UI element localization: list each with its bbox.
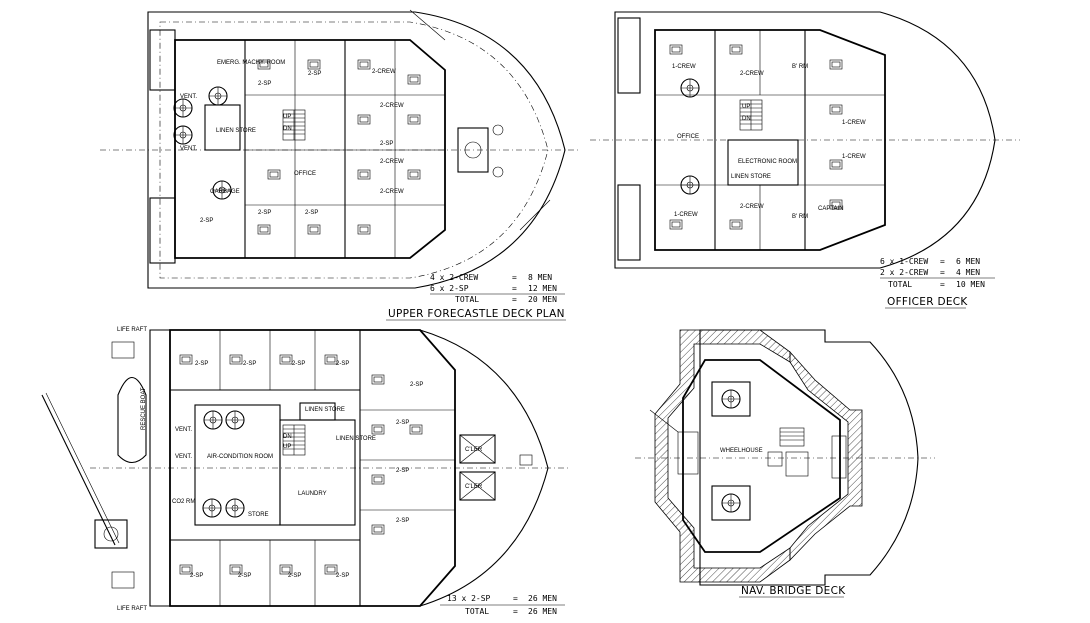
room-label: 2-SP <box>238 573 251 579</box>
schedule-men: 8 MEN <box>528 273 552 282</box>
schedule-count: 2 x 2-CREW <box>880 268 928 277</box>
room-label: 2-SP <box>396 518 409 524</box>
room-label: WHEELHOUSE <box>720 448 763 454</box>
room-label: 2-SP <box>258 210 271 216</box>
schedule-total: TOTAL <box>888 280 912 289</box>
schedule-men: 4 MEN <box>956 268 980 277</box>
deck-title: NAV. BRIDGE DECK <box>741 585 846 597</box>
room-label: VENT. <box>180 146 197 152</box>
room-label: LINEN STORE <box>216 128 256 134</box>
room-label: 2-CREW <box>380 103 404 109</box>
room-label: 2-SP <box>292 361 305 367</box>
room-label: 2-SP <box>336 573 349 579</box>
upper-forecastle-deck-plan: EMERG. MACHY. ROOM LINEN STORE OFFICE GA… <box>100 9 580 321</box>
room-label: 2-CREW <box>740 71 764 77</box>
room-label: OFFICE <box>677 134 699 140</box>
room-label: 2-SP <box>336 361 349 367</box>
schedule-men: 26 MEN <box>528 607 557 616</box>
schedule-eq: = <box>512 284 517 293</box>
room-label: 1-CREW <box>842 154 866 160</box>
room-label: LINEN STORE <box>731 174 771 180</box>
room-label: DN <box>283 434 292 440</box>
room-label: 2-SP <box>305 210 318 216</box>
schedule-eq: = <box>512 295 517 304</box>
room-label: RESCUE BOAT <box>141 387 147 430</box>
schedule-men: 26 MEN <box>528 594 557 603</box>
room-label: 2-CREW <box>380 189 404 195</box>
room-label: 1-CREW <box>674 212 698 218</box>
room-label: C'LER <box>465 447 483 453</box>
schedule-eq: = <box>940 268 945 277</box>
room-label: LIFE RAFT <box>117 327 147 333</box>
schedule-count: 6 x 2-SP <box>430 284 469 293</box>
deck-title: UPPER FORECASTLE DECK PLAN <box>388 308 565 320</box>
nav-bridge-deck-plan: WHEELHOUSE NAV. BRIDGE DECK <box>635 329 935 598</box>
room-label: 2-SP <box>258 81 271 87</box>
room-label: 2-SP <box>380 141 393 147</box>
schedule-men: 12 MEN <box>528 284 557 293</box>
schedule-men: 20 MEN <box>528 295 557 304</box>
room-label: VENT. <box>175 454 192 460</box>
schedule-count: 13 x 2-SP <box>447 594 491 603</box>
room-label: LINEN STORE <box>336 436 376 442</box>
officer-deck-plan: 1-CREW 1-CREW 1-CREW 1-CREW 2-CREW 2-CRE… <box>590 11 1020 309</box>
room-label: 2-SP <box>288 573 301 579</box>
room-label: 2-SP <box>195 361 208 367</box>
room-label: GARBAGE <box>210 189 240 195</box>
room-label: 1-CREW <box>842 120 866 126</box>
room-label: B' RM <box>792 64 808 70</box>
room-label: 2-SP <box>396 468 409 474</box>
room-label: 2-SP <box>308 71 321 77</box>
room-label: 2-SP <box>410 382 423 388</box>
room-label: STORE <box>248 512 269 518</box>
schedule-eq: = <box>512 273 517 282</box>
room-label: 2-SP <box>243 361 256 367</box>
room-label: UP <box>742 104 750 110</box>
schedule-total: TOTAL <box>455 295 479 304</box>
deck-title: OFFICER DECK <box>887 296 968 308</box>
room-label: 2-CREW <box>380 159 404 165</box>
schedule-eq: = <box>513 594 518 603</box>
schedule-count: 6 x 1-CREW <box>880 257 928 266</box>
room-label: 2-SP <box>396 420 409 426</box>
room-label: LINEN STORE <box>305 407 345 413</box>
room-label: OFFICE <box>294 171 316 177</box>
room-label: C'LER <box>465 484 483 490</box>
room-label: ELECTRONIC ROOM <box>738 159 797 165</box>
room-label: DN <box>742 116 751 122</box>
room-label: CO2 RM <box>172 499 195 505</box>
schedule-men: 6 MEN <box>956 257 980 266</box>
room-label: UP <box>283 114 291 120</box>
room-label: VENT. <box>175 427 192 433</box>
schedule-eq: = <box>513 607 518 616</box>
room-label: LIFE RAFT <box>117 606 147 612</box>
schedule-total: TOTAL <box>465 607 489 616</box>
room-label: DN <box>283 126 292 132</box>
schedule-count: 4 x 2-CREW <box>430 273 478 282</box>
room-label: AIR-CONDITION ROOM <box>207 454 273 460</box>
room-label: 1-CREW <box>672 64 696 70</box>
room-label: 2-CREW <box>740 204 764 210</box>
room-label: 2-SP <box>190 573 203 579</box>
schedule-men: 10 MEN <box>956 280 985 289</box>
lower-deck-plan: AIR-CONDITION ROOM LAUNDRY LINEN STORE L… <box>41 327 570 616</box>
schedule-eq: = <box>940 257 945 266</box>
room-label: LAUNDRY <box>298 491 327 497</box>
room-label: UP <box>283 444 291 450</box>
room-label: 2-CREW <box>372 69 396 75</box>
schedule-eq: = <box>940 280 945 289</box>
room-label: B' RM <box>792 214 808 220</box>
room-label: VENT. <box>180 94 197 100</box>
room-label: CAPTAIN <box>818 206 844 212</box>
room-label: EMERG. MACHY. ROOM <box>217 60 285 66</box>
room-label: 2-SP <box>200 218 213 224</box>
